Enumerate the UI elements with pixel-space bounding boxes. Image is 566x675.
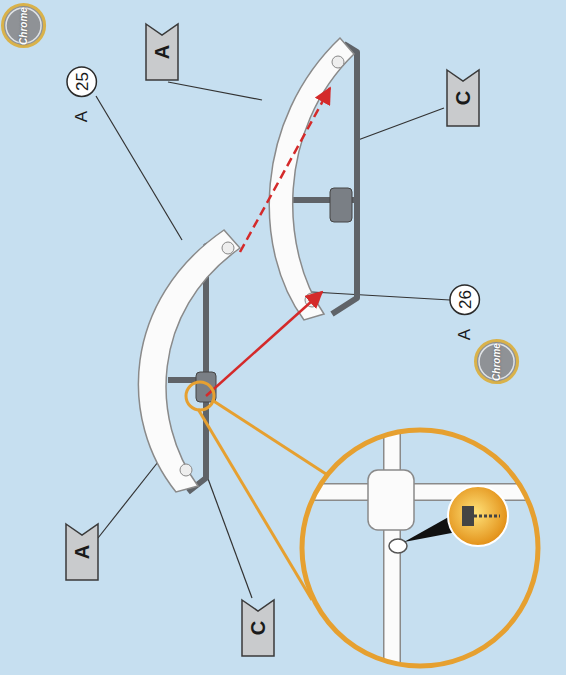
part-flag: A xyxy=(145,23,179,81)
node-text: C xyxy=(248,621,268,635)
flag-shape xyxy=(447,70,479,126)
leader-line xyxy=(358,108,444,140)
leader-line xyxy=(96,96,182,240)
badge-circle xyxy=(3,5,45,47)
finish-badge: Chrome xyxy=(474,339,519,384)
leader-line xyxy=(168,82,262,100)
leader-line xyxy=(98,462,158,538)
direction-arrow xyxy=(206,292,322,396)
part-letter: A xyxy=(455,326,476,341)
node-text: C xyxy=(453,91,473,105)
callout-number: 25 xyxy=(66,66,97,97)
node-text: A xyxy=(72,545,92,559)
node-text: Chrome xyxy=(492,343,502,381)
magnified-view xyxy=(290,400,560,675)
finish-badge: Chrome xyxy=(1,3,46,48)
part-flag: A xyxy=(65,523,99,581)
magnifier-ring xyxy=(302,430,538,666)
clip xyxy=(332,56,344,68)
node-text: A xyxy=(152,45,172,59)
bracket-joint xyxy=(330,188,352,222)
callout-number: 26 xyxy=(449,284,480,315)
leader-line xyxy=(207,476,252,598)
direction-arrow xyxy=(240,88,330,252)
node-text: 25 xyxy=(73,73,90,92)
label-text: A xyxy=(74,110,91,121)
magnifier-spot xyxy=(186,382,214,410)
flag-shape xyxy=(66,524,98,580)
label-text: A xyxy=(457,328,474,339)
callout-circle xyxy=(67,67,96,96)
part-flag: C xyxy=(446,69,480,127)
node-text: Chrome xyxy=(19,7,29,45)
flag-shape xyxy=(242,600,274,656)
part-letter: A xyxy=(72,108,93,123)
callout-circle xyxy=(450,285,479,314)
part-flag: C xyxy=(241,599,275,657)
clip xyxy=(180,464,192,476)
leader-line xyxy=(312,292,450,300)
flag-shape xyxy=(146,24,178,80)
node-text: 26 xyxy=(456,291,473,310)
magnifier-ground xyxy=(302,430,538,666)
trim-piece xyxy=(269,38,354,320)
magnifier-line xyxy=(198,409,312,600)
badge-circle xyxy=(476,341,518,383)
clip xyxy=(222,242,234,254)
